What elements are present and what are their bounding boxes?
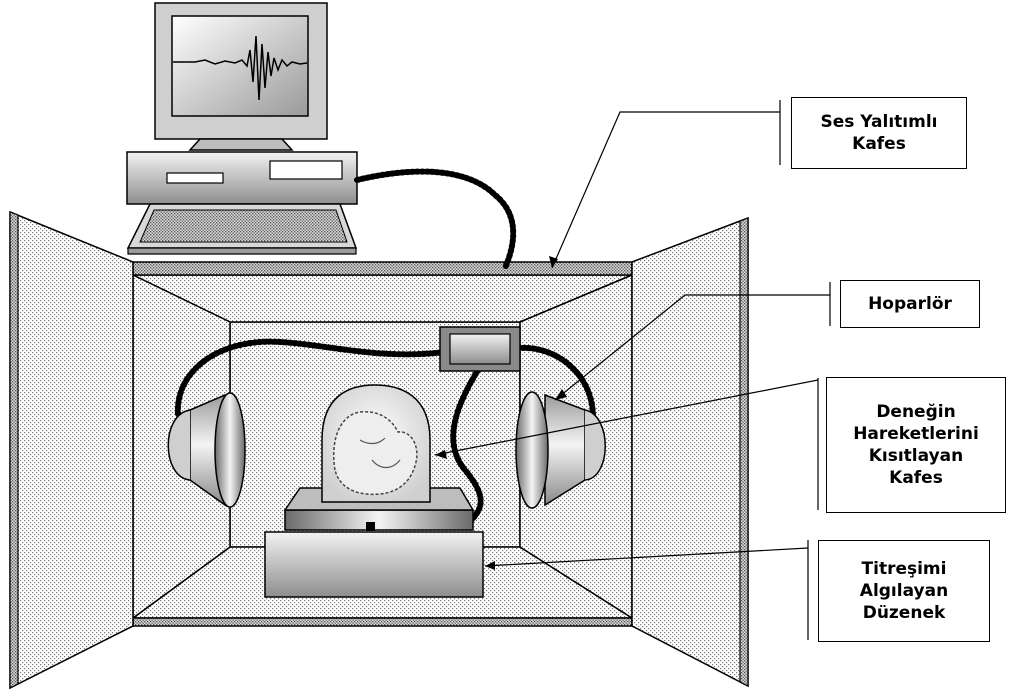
computer (126, 2, 358, 255)
label-restraining-cage: Deneğin Hareketlerini Kısıtlayan Kafes (826, 377, 1006, 513)
restraining-cage (321, 384, 431, 503)
cage-bottom-rim (132, 617, 633, 627)
sensor-indicator (366, 522, 375, 531)
label-line: Algılayan (859, 581, 949, 601)
monitor-screen (171, 15, 309, 117)
animal (333, 411, 418, 496)
label-speaker: Hoparlör (840, 280, 980, 328)
cage-right-door-edge (739, 217, 749, 687)
cage-left-door-edge (9, 211, 19, 689)
pointer-lines (434, 111, 830, 567)
pointer-heads (435, 256, 567, 570)
sensor-pointer (484, 547, 809, 567)
right-speaker (515, 391, 606, 509)
cpu-drive-left (166, 172, 224, 184)
label-line: Hareketlerini (853, 424, 979, 444)
cage-right-door (631, 216, 749, 688)
monitor-neck (188, 138, 294, 151)
cpu-drive-right (269, 160, 343, 180)
sensor-cable (450, 367, 484, 525)
cage-top-rim (132, 261, 633, 276)
vibration-sensor (264, 487, 484, 598)
sensor-plate-side (284, 509, 474, 531)
label-line: Kafes (889, 468, 943, 488)
label-sound-insulated-cage: Ses Yalıtımlı Kafes (791, 97, 967, 169)
left-speaker (167, 392, 246, 508)
label-line: Hoparlör (868, 294, 952, 314)
vibration-waveform (173, 35, 308, 101)
cage-left-door (9, 210, 134, 690)
label-line: Titreşimi (861, 559, 947, 579)
label-line: Düzenek (862, 603, 946, 623)
label-line: Deneğin (876, 402, 956, 422)
computer-cable (354, 168, 517, 271)
amplifier-box (439, 326, 521, 372)
cage-pointer (551, 111, 780, 269)
speaker-pointer (554, 294, 830, 401)
keyboard-front (127, 247, 357, 255)
label-line: Ses Yalıtımlı (820, 112, 938, 132)
sensor-base (264, 531, 484, 598)
label-line: Kısıtlayan (868, 446, 964, 466)
keyboard-keys (139, 209, 348, 243)
left-speaker-cable (174, 338, 448, 418)
label-line: Kafes (852, 134, 906, 154)
restrainer-pointer (434, 379, 819, 456)
label-ticks (779, 100, 831, 640)
label-vibration-sensor: Titreşimi Algılayan Düzenek (818, 540, 990, 642)
